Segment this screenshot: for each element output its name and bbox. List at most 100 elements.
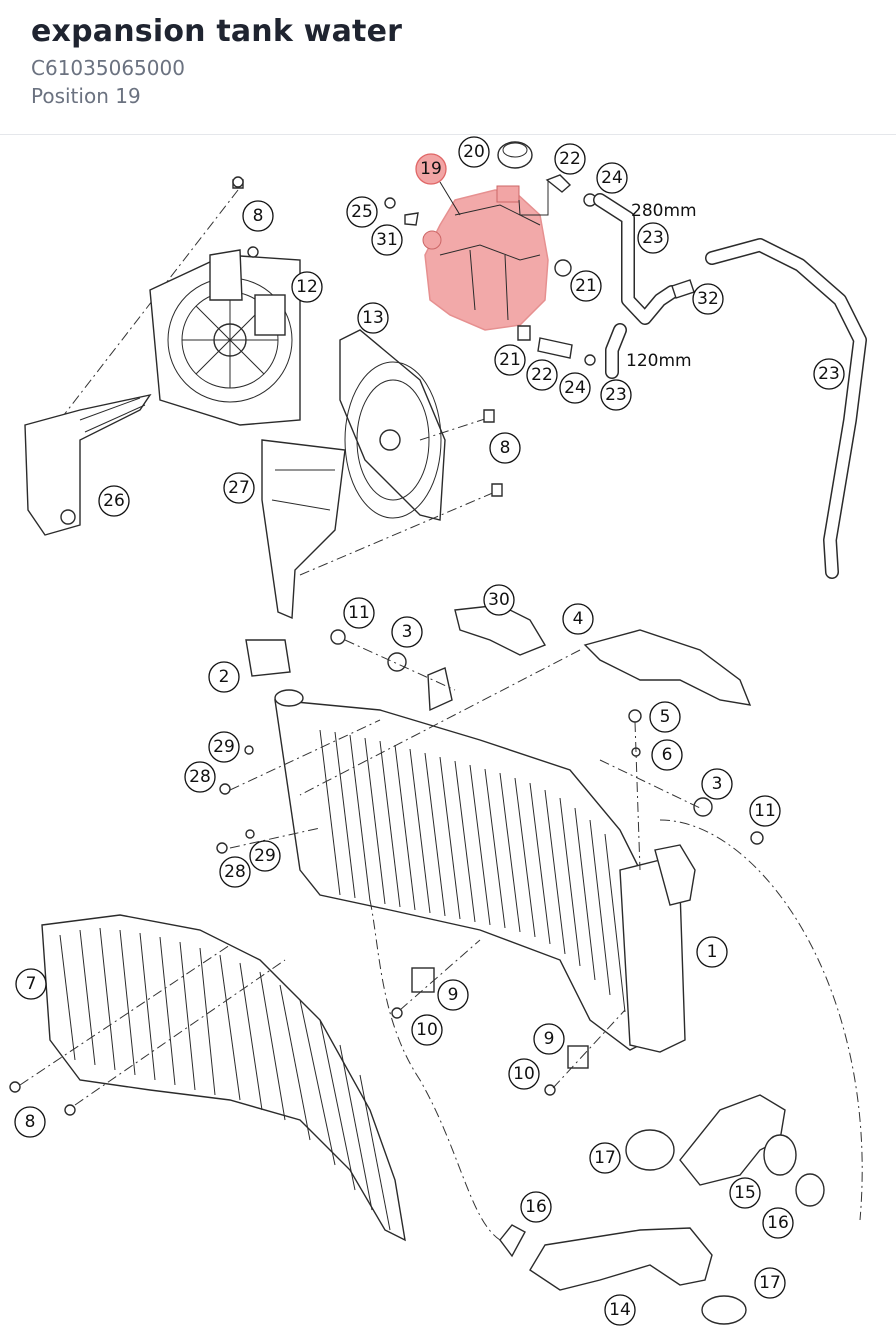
callout-16[interactable]: 16	[762, 1207, 794, 1239]
callout-8[interactable]: 8	[14, 1106, 46, 1138]
svg-text:21: 21	[575, 276, 597, 296]
svg-text:21: 21	[499, 350, 521, 370]
expansion-tank-water[interactable]	[422, 185, 549, 331]
callout-3[interactable]: 3	[391, 616, 423, 648]
svg-text:23: 23	[605, 385, 627, 405]
callout-28[interactable]: 28	[219, 856, 251, 888]
svg-text:14: 14	[609, 1300, 631, 1320]
svg-text:31: 31	[376, 230, 398, 250]
callout-11[interactable]: 11	[749, 795, 781, 827]
dimension-280mm: 280mm	[631, 201, 697, 221]
callout-7[interactable]: 7	[15, 968, 47, 1000]
callout-26[interactable]: 26	[98, 485, 130, 517]
svg-text:24: 24	[601, 168, 623, 188]
svg-text:22: 22	[531, 365, 553, 385]
svg-text:3: 3	[402, 622, 413, 642]
svg-text:8: 8	[25, 1112, 36, 1132]
callout-21[interactable]: 21	[570, 270, 602, 302]
callout-15[interactable]: 15	[729, 1177, 761, 1209]
svg-text:29: 29	[254, 846, 276, 866]
callout-8[interactable]: 8	[489, 432, 521, 464]
callout-31[interactable]: 31	[371, 224, 403, 256]
position-label: Position 19	[31, 84, 141, 108]
svg-text:8: 8	[500, 438, 511, 458]
svg-text:30: 30	[488, 590, 510, 610]
svg-text:8: 8	[253, 206, 264, 226]
callout-6[interactable]: 6	[651, 739, 683, 771]
svg-text:16: 16	[525, 1197, 547, 1217]
callout-20[interactable]: 20	[458, 136, 490, 168]
svg-text:24: 24	[564, 378, 586, 398]
callout-8[interactable]: 8	[242, 200, 274, 232]
svg-text:12: 12	[296, 277, 318, 297]
callout-32[interactable]: 32	[692, 283, 724, 315]
svg-text:11: 11	[754, 801, 776, 821]
callout-14[interactable]: 14	[604, 1294, 636, 1326]
callout-24[interactable]: 24	[559, 372, 591, 404]
page-header: expansion tank water C61035065000 Positi…	[0, 0, 896, 135]
callout-23[interactable]: 23	[813, 358, 845, 390]
callout-28[interactable]: 28	[184, 761, 216, 793]
svg-text:7: 7	[26, 974, 37, 994]
callout-30[interactable]: 30	[483, 584, 515, 616]
svg-text:11: 11	[348, 603, 370, 623]
radiator	[274, 667, 696, 1053]
svg-text:32: 32	[697, 289, 719, 309]
tank-cap	[497, 141, 533, 169]
callout-9[interactable]: 9	[533, 1023, 565, 1055]
callout-13[interactable]: 13	[357, 302, 389, 334]
svg-text:25: 25	[351, 202, 373, 222]
callout-23[interactable]: 23	[637, 222, 669, 254]
svg-text:9: 9	[544, 1029, 555, 1049]
svg-text:28: 28	[189, 767, 211, 787]
callout-25[interactable]: 25	[346, 196, 378, 228]
svg-text:29: 29	[213, 737, 235, 757]
svg-text:17: 17	[759, 1273, 781, 1293]
svg-text:6: 6	[662, 745, 673, 765]
callout-10[interactable]: 10	[411, 1014, 443, 1046]
svg-text:3: 3	[712, 774, 723, 794]
svg-text:27: 27	[228, 478, 250, 498]
callout-1[interactable]: 1	[696, 936, 728, 968]
radiator-guard	[41, 914, 406, 1242]
svg-text:1: 1	[707, 942, 718, 962]
svg-text:4: 4	[573, 609, 584, 629]
svg-text:16: 16	[767, 1213, 789, 1233]
dimension-120mm: 120mm	[626, 351, 692, 371]
svg-text:28: 28	[224, 862, 246, 882]
svg-text:2: 2	[219, 667, 230, 687]
callout-19[interactable]: 19	[415, 153, 447, 185]
callout-16[interactable]: 16	[520, 1191, 552, 1223]
callout-10[interactable]: 10	[508, 1058, 540, 1090]
fan-assembly-right	[261, 329, 503, 620]
callout-22[interactable]: 22	[526, 359, 558, 391]
callout-12[interactable]: 12	[291, 271, 323, 303]
callout-4[interactable]: 4	[562, 603, 594, 635]
svg-text:10: 10	[513, 1064, 535, 1084]
callout-9[interactable]: 9	[437, 979, 469, 1011]
callout-17[interactable]: 17	[589, 1142, 621, 1174]
svg-text:9: 9	[448, 985, 459, 1005]
callout-17[interactable]: 17	[754, 1267, 786, 1299]
callout-23[interactable]: 23	[600, 379, 632, 411]
exploded-parts-diagram: 19 20 22 24 25 31 280mm 23 21 32 21 22 2…	[0, 135, 896, 1335]
callout-22[interactable]: 22	[554, 143, 586, 175]
svg-text:19: 19	[420, 159, 442, 179]
svg-text:23: 23	[818, 364, 840, 384]
callout-5[interactable]: 5	[649, 701, 681, 733]
callout-24[interactable]: 24	[596, 162, 628, 194]
svg-text:13: 13	[362, 308, 384, 328]
callout-3[interactable]: 3	[701, 768, 733, 800]
svg-text:17: 17	[594, 1148, 616, 1168]
svg-text:26: 26	[103, 491, 125, 511]
svg-text:10: 10	[416, 1020, 438, 1040]
callout-29[interactable]: 29	[208, 731, 240, 763]
callout-27[interactable]: 27	[223, 472, 255, 504]
callout-2[interactable]: 2	[208, 661, 240, 693]
fan-assembly-left	[24, 176, 301, 536]
callout-11[interactable]: 11	[343, 597, 375, 629]
callout-21[interactable]: 21	[494, 344, 526, 376]
callout-29[interactable]: 29	[249, 840, 281, 872]
svg-text:22: 22	[559, 149, 581, 169]
svg-text:5: 5	[660, 707, 671, 727]
